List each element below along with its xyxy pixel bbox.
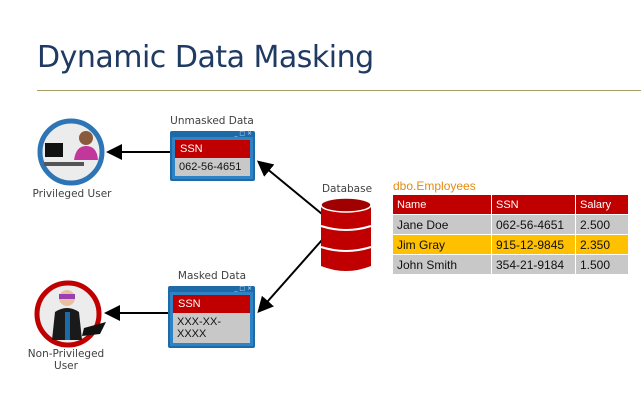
unmasked-ssn-header: SSN <box>175 140 250 158</box>
non-privileged-label-line2: User <box>54 360 78 372</box>
table-row: Jane Doe 062-56-4651 2.500 <box>392 214 629 235</box>
window-controls: _ □ × <box>234 285 252 292</box>
column-header-name: Name <box>392 194 492 215</box>
table-title: dbo.Employees <box>393 179 476 193</box>
arrow-db-to-unmasked <box>256 160 323 215</box>
table-row-highlighted: Jim Gray 915-12-9845 2.350 <box>392 234 629 255</box>
table-header-row: Name SSN Salary <box>392 194 629 215</box>
privileged-user-avatar <box>37 118 105 186</box>
unmasked-ssn-value: 062-56-4651 <box>175 158 250 176</box>
database-label: Database <box>321 183 373 195</box>
non-privileged-user-label: Non-Privileged User <box>14 348 118 372</box>
database-icon <box>320 197 372 271</box>
non-privileged-user-avatar <box>34 280 106 348</box>
masked-ssn-header: SSN <box>173 295 250 313</box>
column-header-salary: Salary <box>575 194 629 215</box>
cell-salary: 1.500 <box>575 254 629 275</box>
cell-salary: 2.350 <box>575 234 629 255</box>
cell-ssn: 062-56-4651 <box>491 214 576 235</box>
cell-name: John Smith <box>392 254 492 275</box>
tablet-icon <box>82 322 106 336</box>
window-controls: _ □ × <box>234 130 252 137</box>
slide-title: Dynamic Data Masking <box>37 40 374 75</box>
laptop-icon <box>45 143 63 157</box>
masked-data-caption: Masked Data <box>177 270 247 282</box>
masked-ssn-value: XXX-XX-XXXX <box>173 313 250 343</box>
column-header-ssn: SSN <box>491 194 576 215</box>
table-row: John Smith 354-21-9184 1.500 <box>392 254 629 275</box>
title-divider <box>37 90 641 91</box>
masked-data-window: _ □ × SSN XXX-XX-XXXX <box>168 285 255 348</box>
arrow-db-to-masked <box>257 239 323 313</box>
cell-salary: 2.500 <box>575 214 629 235</box>
cell-name: Jane Doe <box>392 214 492 235</box>
employees-table: Name SSN Salary Jane Doe 062-56-4651 2.5… <box>392 194 629 275</box>
unmasked-data-caption: Unmasked Data <box>170 115 254 127</box>
unmasked-data-window: _ □ × SSN 062-56-4651 <box>170 130 255 181</box>
non-privileged-label-line1: Non-Privileged <box>27 348 105 360</box>
cell-ssn: 915-12-9845 <box>491 234 576 255</box>
cell-ssn: 354-21-9184 <box>491 254 576 275</box>
privileged-user-label: Privileged User <box>32 188 112 200</box>
cell-name: Jim Gray <box>392 234 492 255</box>
